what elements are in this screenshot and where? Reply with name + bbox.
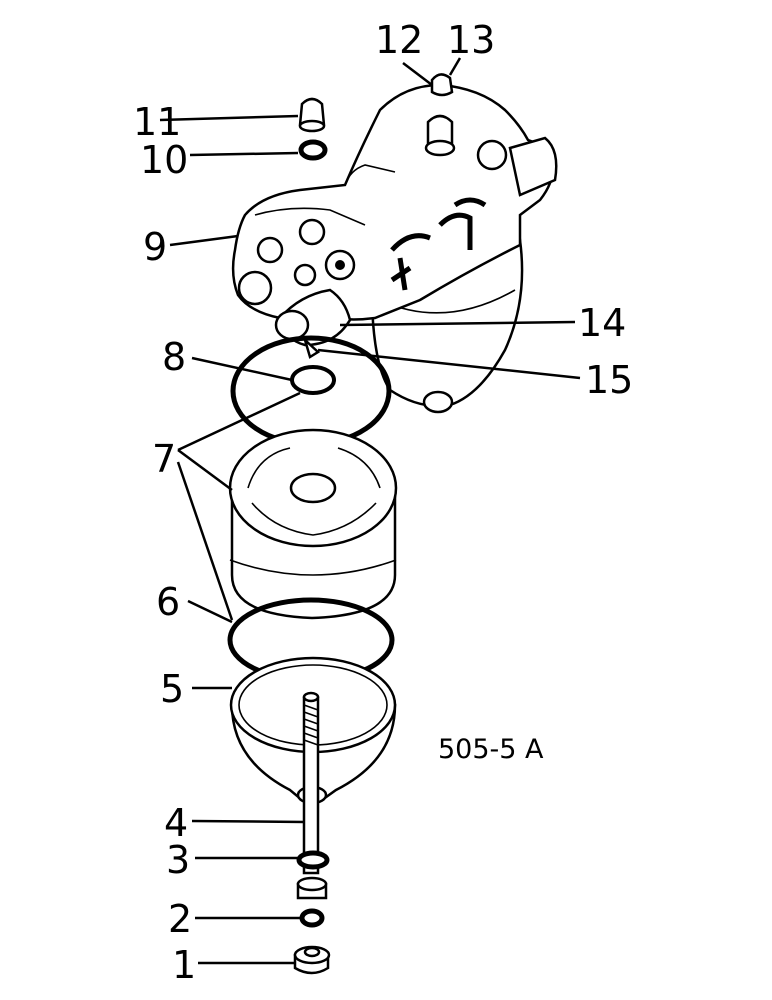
callout-13: 13 <box>447 18 495 62</box>
sealing-washer <box>299 908 325 928</box>
filter-element <box>228 428 398 620</box>
callout-12: 12 <box>375 18 423 62</box>
leader-lines <box>159 57 581 965</box>
drain-nut <box>293 945 331 975</box>
callout-6: 6 <box>156 580 180 624</box>
vent-screw <box>430 73 454 97</box>
callout-8: 8 <box>162 335 186 379</box>
filter-head <box>231 83 558 414</box>
callout-11: 11 <box>133 100 181 144</box>
diagram-code: 505-5 A <box>438 734 544 765</box>
center-bolt <box>302 691 320 875</box>
small-seal-ring <box>290 365 336 395</box>
callout-3: 3 <box>166 838 190 882</box>
callout-10: 10 <box>140 138 188 182</box>
small-washer <box>298 139 328 161</box>
bolt-hex <box>296 876 328 900</box>
callout-9: 9 <box>143 225 167 269</box>
callout-2: 2 <box>168 897 192 941</box>
cap-nut <box>298 97 326 133</box>
bolt-washer <box>296 850 330 870</box>
callout-4: 4 <box>164 801 188 845</box>
callout-7: 7 <box>152 437 176 481</box>
callout-numbers: 11 10 12 13 9 14 8 15 7 6 5 4 3 2 1 505-… <box>133 18 633 987</box>
callout-14: 14 <box>578 301 626 345</box>
callout-5: 5 <box>160 667 184 711</box>
callout-1: 1 <box>172 943 196 987</box>
callout-15: 15 <box>585 358 633 402</box>
